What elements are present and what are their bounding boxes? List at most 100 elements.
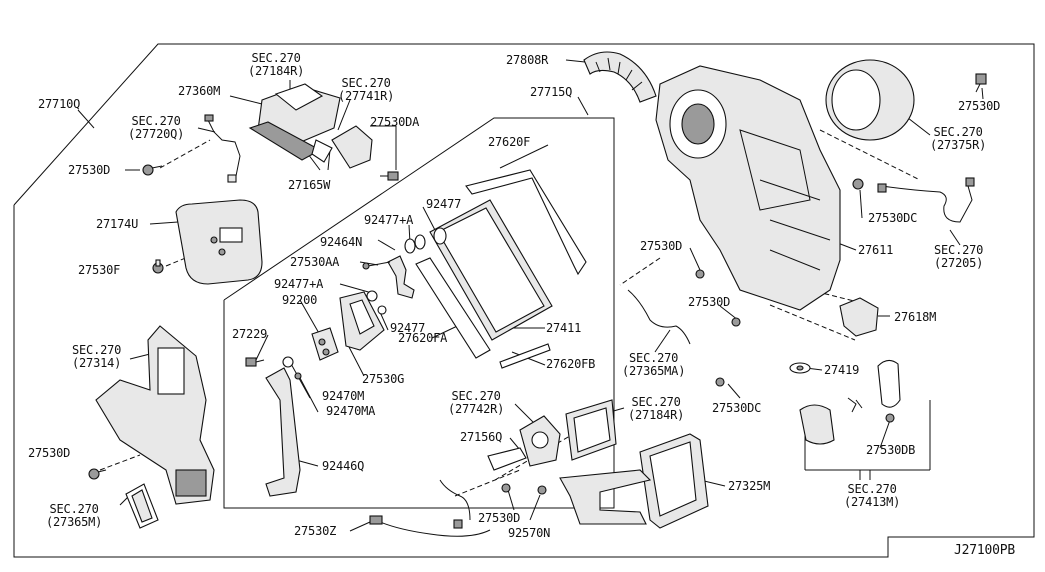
label-27611: 27611 xyxy=(858,243,894,257)
label-sec-27413M: SEC.270 (27413M) xyxy=(844,483,900,509)
label-sec-27365M: SEC.270 (27365M) xyxy=(46,503,102,529)
bolt-27530DA xyxy=(380,171,399,181)
label-27530DC-b: 27530DC xyxy=(712,401,762,415)
sec-27365MA-line2: (27365MA) xyxy=(622,364,686,378)
part-27314-duct xyxy=(95,325,215,505)
sec-27184R-top-line2: (27184R) xyxy=(248,64,305,78)
part-27156Q-link xyxy=(487,447,527,471)
bolt-27530D-top xyxy=(975,73,987,93)
label-27620FB: 27620FB xyxy=(546,357,596,371)
label-27229: 27229 xyxy=(232,327,268,341)
label-27411: 27411 xyxy=(546,321,582,335)
label-sec-27720Q: SEC.270 (27720Q) xyxy=(128,115,184,141)
label-sec-27184R-top: SEC.270 (27184R) xyxy=(248,52,304,78)
bolts-lower-center xyxy=(501,483,547,495)
label-27165W: 27165W xyxy=(288,178,331,192)
label-27618M: 27618M xyxy=(894,310,937,324)
label-92464N: 92464N xyxy=(320,235,363,249)
part-27365M-gasket xyxy=(125,483,159,529)
label-27530DB: 27530DB xyxy=(866,443,916,457)
label-27530DA: 27530DA xyxy=(370,115,420,129)
part-92200-valve xyxy=(311,327,339,361)
part-27620F-seal xyxy=(465,169,587,276)
bolts-right-mid xyxy=(695,269,895,423)
label-27530Z: 27530Z xyxy=(294,524,337,538)
part-27375R-blower xyxy=(825,59,915,141)
part-27365MA-wire xyxy=(627,289,691,345)
label-27530D-a: 27530D xyxy=(68,163,111,177)
label-92477A-a: 92477+A xyxy=(364,213,414,227)
outer-frame xyxy=(13,43,1035,558)
bolt-27229 xyxy=(245,357,265,367)
part-27620FA-seal xyxy=(415,257,491,359)
label-27530G: 27530G xyxy=(362,372,405,386)
sec-27184R-low-line1: SEC.270 xyxy=(631,395,681,409)
label-27325M: 27325M xyxy=(728,479,771,493)
sec-27720Q-line1: SEC.270 xyxy=(131,114,181,128)
label-92470M: 92470M xyxy=(322,389,365,403)
part-27360M-filter xyxy=(248,83,341,161)
label-27360M: 27360M xyxy=(178,84,221,98)
part-27620FB-seal xyxy=(499,343,551,369)
sec-27365M-line2: (27365M) xyxy=(46,515,103,529)
part-27742R-actuator xyxy=(519,415,561,467)
label-92200: 92200 xyxy=(282,293,318,307)
sec-27184R-low-line2: (27184R) xyxy=(628,408,685,422)
label-27530DC-a: 27530DC xyxy=(868,211,918,225)
label-27715Q: 27715Q xyxy=(530,85,573,99)
part-92470M-rings xyxy=(282,356,302,380)
part-92464N-pipe xyxy=(362,255,415,299)
label-27808R: 27808R xyxy=(506,53,549,67)
label-sec-27375R: SEC.270 (27375R) xyxy=(930,126,986,152)
part-92446Q-pipe xyxy=(265,367,301,497)
label-sec-27742R: SEC.270 (27742R) xyxy=(448,390,504,416)
sec-27365MA-line1: SEC.270 xyxy=(629,351,679,365)
bolt-27530D-b xyxy=(88,468,107,480)
sec-27375R-line2: (27375R) xyxy=(930,138,987,152)
label-sec-27184R-low: SEC.270 (27184R) xyxy=(628,396,684,422)
label-27530AA: 27530AA xyxy=(290,255,340,269)
part-27808R-duct xyxy=(583,51,657,103)
part-27419-washer xyxy=(789,362,811,374)
label-27530F: 27530F xyxy=(78,263,121,277)
part-27618M-bracket xyxy=(839,297,879,337)
part-27325M-heater-core xyxy=(559,433,709,529)
sec-27413M-line1: SEC.270 xyxy=(847,482,897,496)
label-27156Q: 27156Q xyxy=(460,430,503,444)
clip-27530F xyxy=(152,259,164,274)
label-27419: 27419 xyxy=(824,363,860,377)
o-rings-92477 xyxy=(366,227,447,315)
part-27530Z-harness xyxy=(369,479,491,537)
label-92570N: 92570N xyxy=(508,526,551,540)
label-27530D-top: 27530D xyxy=(958,99,1001,113)
part-27205-harness xyxy=(877,177,975,223)
part-27611-heater-unit xyxy=(655,65,841,311)
bolt-27530D-a xyxy=(142,164,163,176)
sec-27184R-top-line1: SEC.270 xyxy=(251,51,301,65)
sec-27742R-line2: (27742R) xyxy=(448,402,505,416)
label-27620FA: 27620FA xyxy=(398,331,448,345)
sec-27375R-line1: SEC.270 xyxy=(933,125,983,139)
bolt-27530DC-a xyxy=(852,178,864,190)
label-sec-27741R: SEC.270 (27741R) xyxy=(338,77,394,103)
label-27530D-b: 27530D xyxy=(28,446,71,460)
inner-frame xyxy=(223,117,615,509)
part-27413M-gasket xyxy=(799,359,901,445)
sec-27720Q-line2: (27720Q) xyxy=(128,127,185,141)
sec-27365M-line1: SEC.270 xyxy=(49,502,99,516)
sec-27314-line1: SEC.270 xyxy=(72,343,122,357)
part-27184R-filter-low xyxy=(565,399,617,461)
sec-27205-line2: (27205) xyxy=(934,256,984,270)
diagram-id: J27100PB xyxy=(954,543,1016,558)
label-27530D-d: 27530D xyxy=(640,239,683,253)
sec-27741R-line2: (27741R) xyxy=(338,89,395,103)
label-92477A-b: 92477+A xyxy=(274,277,324,291)
sec-27742R-line1: SEC.270 xyxy=(451,389,501,403)
sec-27314-line2: (27314) xyxy=(72,356,122,370)
label-92446Q: 92446Q xyxy=(322,459,365,473)
sec-27741R-line1: SEC.270 xyxy=(341,76,391,90)
label-92470MA: 92470MA xyxy=(326,404,376,418)
label-27710Q: 27710Q xyxy=(38,97,81,111)
part-27174U-cover xyxy=(175,199,263,285)
